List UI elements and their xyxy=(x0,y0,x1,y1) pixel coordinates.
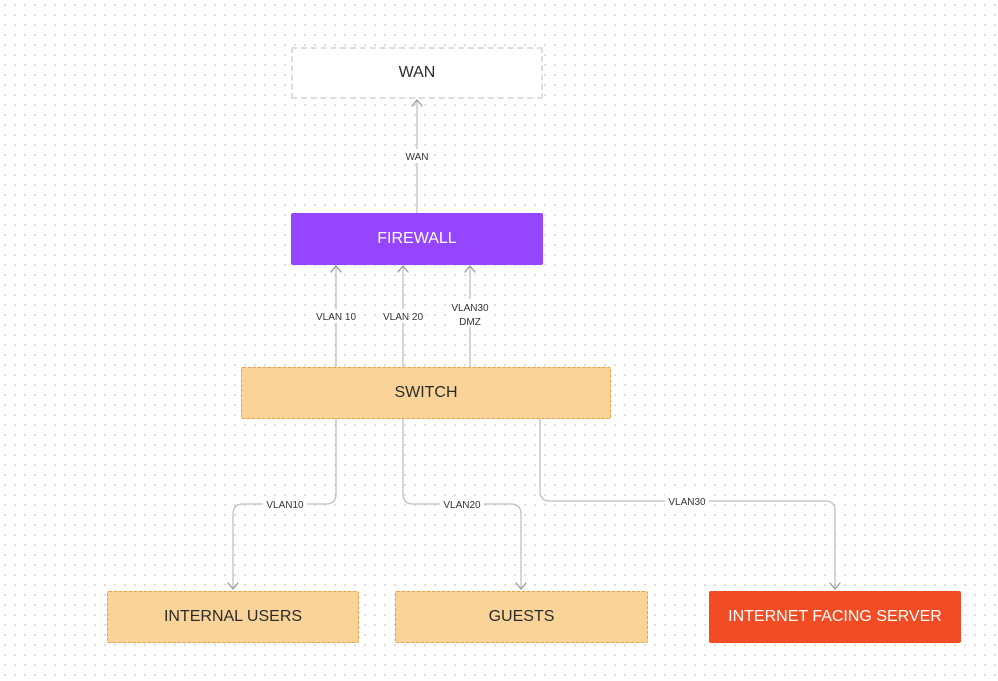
firewall-node[interactable]: FIREWALL xyxy=(291,213,543,265)
switch-node[interactable]: SWITCH xyxy=(241,367,611,419)
wan-node[interactable]: WAN xyxy=(291,47,543,99)
arrow-head-internal-users xyxy=(227,582,239,590)
guests-node-label: GUESTS xyxy=(488,608,555,625)
edge-label-wan: WAN xyxy=(406,152,429,163)
guests-node[interactable]: GUESTS xyxy=(395,591,648,643)
edge-label-vlan30-line1: VLAN30 xyxy=(451,303,489,314)
edge-label-vlan-10: VLAN 10 xyxy=(316,312,356,323)
arrow-head-guests xyxy=(515,582,527,590)
internet-facing-server-node-label: INTERNET FACING SERVER xyxy=(728,608,942,625)
internal-users-node[interactable]: INTERNAL USERS xyxy=(107,591,359,643)
edge-label-vlan10: VLAN10 xyxy=(266,500,304,511)
arrow-head-firewall-vlan10 xyxy=(330,265,342,273)
edge-label-vlan30: VLAN30 xyxy=(668,497,706,508)
arrow-head-server xyxy=(829,582,841,590)
arrow-head-firewall-vlan20 xyxy=(397,265,409,273)
edge-label-vlan-20: VLAN 20 xyxy=(383,312,423,323)
edge-label-vlan20: VLAN20 xyxy=(443,500,481,511)
internet-facing-server-node[interactable]: INTERNET FACING SERVER xyxy=(709,591,961,643)
edge-label-vlan30-line2: DMZ xyxy=(459,317,481,328)
firewall-node-label: FIREWALL xyxy=(377,230,457,247)
arrow-head-wan xyxy=(411,99,423,107)
arrow-head-firewall-vlan30 xyxy=(464,265,476,273)
wan-node-label: WAN xyxy=(398,64,436,81)
switch-node-label: SWITCH xyxy=(394,384,458,401)
internal-users-node-label: INTERNAL USERS xyxy=(163,608,303,625)
